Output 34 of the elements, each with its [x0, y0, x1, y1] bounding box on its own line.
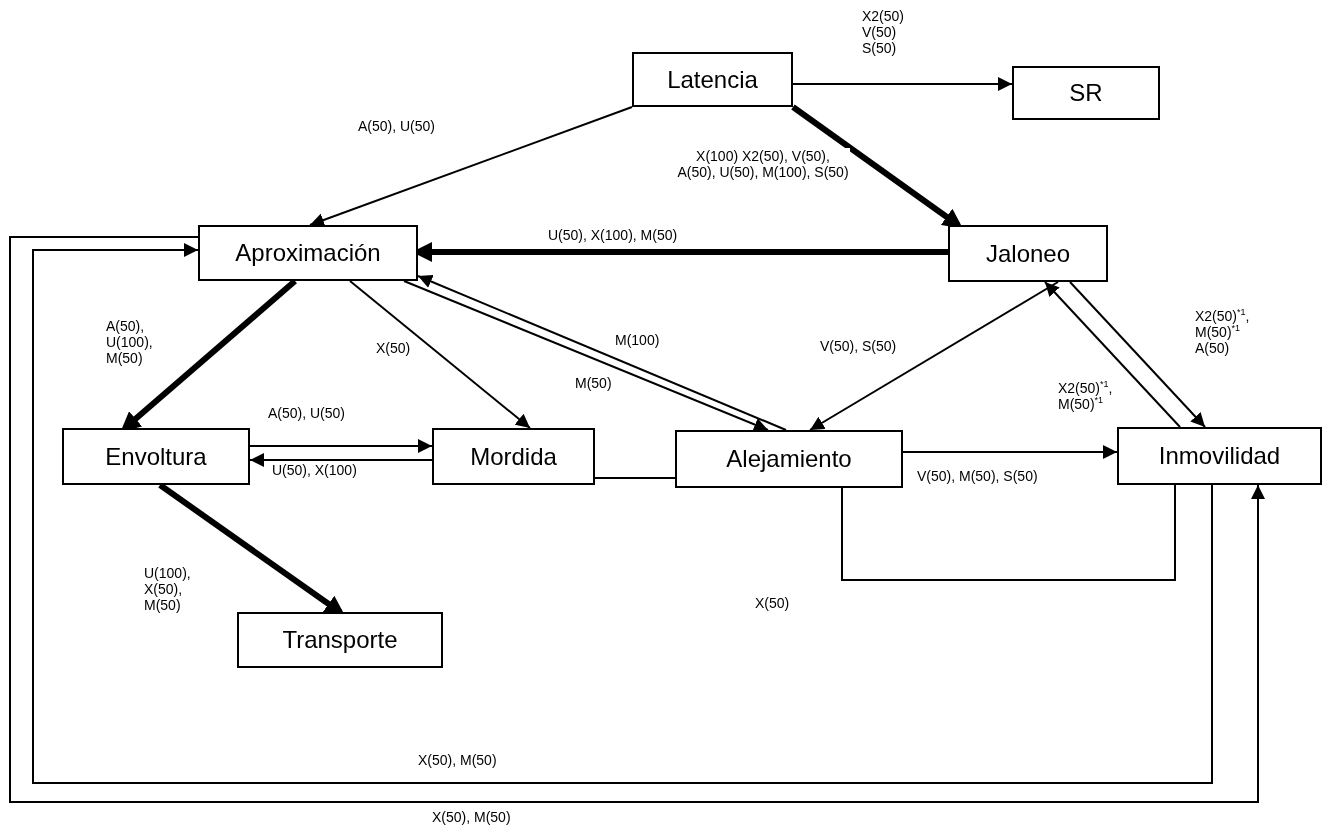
- edge-label: X(50): [755, 595, 790, 611]
- edge-label: U(50), X(100): [272, 462, 357, 478]
- state-box: Envoltura: [62, 428, 250, 485]
- state-box: Alejamiento: [675, 430, 903, 488]
- arrow: [902, 445, 1118, 459]
- arrow: [249, 453, 433, 467]
- arrow: [791, 104, 963, 229]
- connector-line: [841, 484, 1176, 581]
- edge-label: V(50), M(50), S(50): [917, 468, 1038, 484]
- edge-label: U(50), X(100), M(50): [548, 227, 678, 243]
- state-box: Inmovilidad: [1117, 427, 1322, 485]
- state-box: SR: [1012, 66, 1160, 120]
- state-box: Mordida: [432, 428, 595, 485]
- state-box: Jaloneo: [948, 225, 1108, 282]
- edge-label: V(50), S(50): [820, 338, 897, 354]
- arrow: [1069, 281, 1206, 428]
- edge-label: M(100): [615, 332, 660, 348]
- arrow: [309, 106, 633, 227]
- arrow: [249, 439, 433, 453]
- state-box: Latencia: [632, 52, 793, 107]
- edge-label: M(50): [575, 375, 612, 391]
- edge-label: X(50): [376, 340, 411, 356]
- edge-label: A(50), U(50): [268, 405, 346, 421]
- arrow: [1044, 281, 1181, 428]
- arrow: [349, 280, 531, 429]
- connector-line: [594, 477, 676, 479]
- state-box: Aproximación: [198, 225, 418, 281]
- edge-label: X(50), M(50): [418, 752, 497, 768]
- arrow: [809, 281, 1059, 431]
- state-box: Transporte: [237, 612, 443, 668]
- edge-label: X(100) X2(50), V(50), A(50), U(50), M(100), S(50): [676, 148, 850, 180]
- arrow: [792, 77, 1013, 91]
- edge-label: A(50), U(50): [358, 118, 436, 134]
- edge-label: X(50), M(50): [432, 809, 511, 825]
